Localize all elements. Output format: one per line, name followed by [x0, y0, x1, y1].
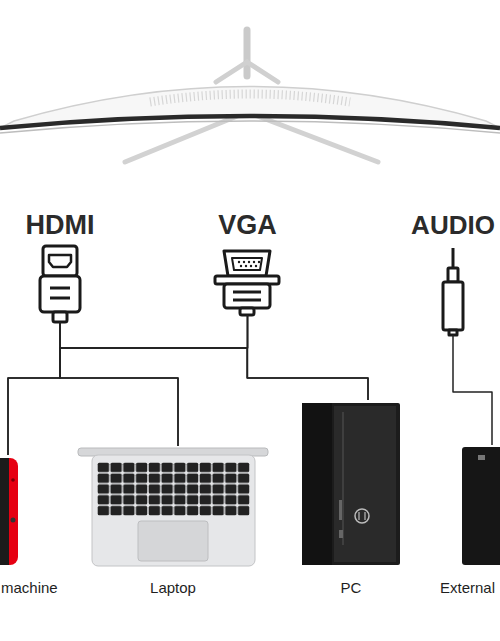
cable-line — [60, 322, 368, 400]
connector-label: VGA — [205, 210, 290, 240]
device-box: machine — [0, 455, 62, 600]
connector-box: AUDIO — [408, 210, 498, 335]
cable-line — [8, 322, 60, 455]
pc-tower — [302, 403, 400, 565]
cable-line — [8, 315, 248, 455]
vga-plug — [215, 251, 279, 315]
device-box: Laptop — [75, 446, 271, 601]
device-box: External — [439, 445, 500, 600]
device-box: PC — [300, 400, 402, 600]
cable-line — [60, 315, 248, 446]
device-label: External — [440, 578, 500, 598]
connector-label: AUDIO — [408, 210, 498, 240]
device-label: machine — [1, 578, 62, 598]
cable-line — [60, 322, 178, 446]
monitor-body — [0, 87, 500, 134]
hdmi-plug — [40, 246, 80, 322]
speaker — [462, 447, 500, 565]
audio-jack — [443, 248, 463, 335]
monitor-upper-stand — [216, 30, 278, 82]
cable-line — [453, 335, 492, 445]
connector-box: VGA — [205, 210, 290, 315]
connector-label: HDMI — [22, 210, 98, 240]
device-label: Laptop — [75, 578, 271, 598]
game-machine — [0, 458, 18, 565]
cable-line — [248, 315, 369, 400]
device-label: PC — [300, 578, 402, 598]
laptop — [78, 448, 268, 566]
vga-pins — [238, 261, 260, 267]
connector-box: HDMI — [22, 210, 98, 322]
